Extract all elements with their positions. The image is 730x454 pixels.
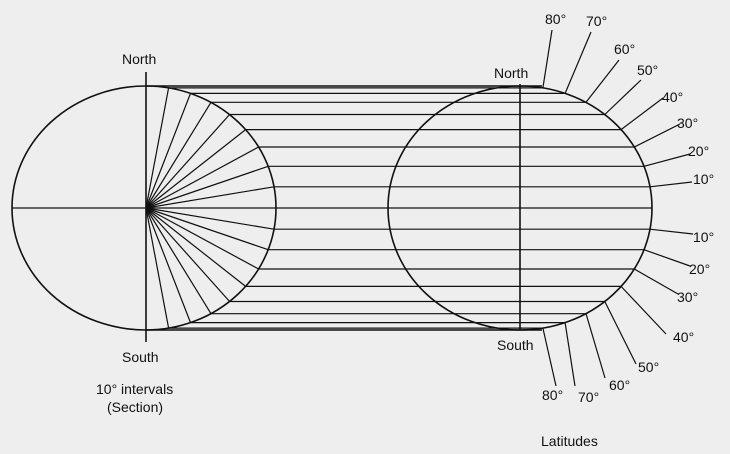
section-ray [145,186,275,209]
lat-north-60: 60° [614,41,635,57]
lat-north-20: 20° [688,143,709,159]
latitude-leader-north [542,29,553,88]
section-south-label: South [122,349,159,365]
globe-north-label: North [494,65,528,81]
section-ray [145,207,192,323]
section-ray [145,207,170,329]
globe-south-label: South [497,337,534,353]
latitude-projection-lines [168,87,652,329]
latitude-leader-north [620,97,664,131]
latitude-leader-north [585,59,620,103]
lat-north-80: 80° [545,11,566,27]
section-radial-rays [145,87,276,329]
section-ray [145,101,212,209]
latitude-leader-north [604,79,642,115]
lat-south-50: 50° [638,359,659,375]
latitude-leader-south [542,327,557,387]
latitude-leader-south [643,249,691,267]
section-ray [145,114,231,209]
section-ray [145,207,246,287]
latitude-leader-south [604,301,637,365]
lat-south-20: 20° [689,261,710,277]
latitude-leader-lines [542,29,694,387]
lat-north-50: 50° [637,62,658,78]
lat-south-30: 30° [677,289,698,305]
latitude-leader-south [585,313,606,379]
latitude-leader-south [649,228,694,235]
section-ray [145,93,192,209]
section-north-label: North [122,51,156,67]
latitudes-caption: Latitudes [541,433,598,449]
section-caption-section: (Section) [107,399,163,415]
section-ray [145,129,246,209]
section-ray [145,207,269,251]
lat-north-30: 30° [677,115,698,131]
lat-north-40: 40° [662,89,683,105]
latitude-leader-north [634,123,681,148]
lat-north-70: 70° [586,13,607,29]
section-ray [145,87,170,209]
section-ray [145,146,259,209]
latitude-leader-south [620,285,667,335]
section-ray [145,165,269,209]
section-ray [145,207,231,302]
lat-south-40: 40° [673,329,694,345]
lat-north-10: 10° [693,171,714,187]
lat-south-70: 70° [578,389,599,405]
latitude-leader-south [564,322,576,387]
section-caption-intervals: 10° intervals [96,381,173,397]
section-ray [145,207,275,230]
lat-south-10: 10° [693,229,714,245]
latitude-leader-south [634,268,679,295]
lat-south-80: 80° [542,387,563,403]
section-ray [145,207,212,315]
section-ray [145,207,259,270]
latitude-leader-north [643,153,691,167]
lat-south-60: 60° [609,377,630,393]
latitude-leader-north [564,31,592,94]
latitude-leader-north [649,181,693,188]
